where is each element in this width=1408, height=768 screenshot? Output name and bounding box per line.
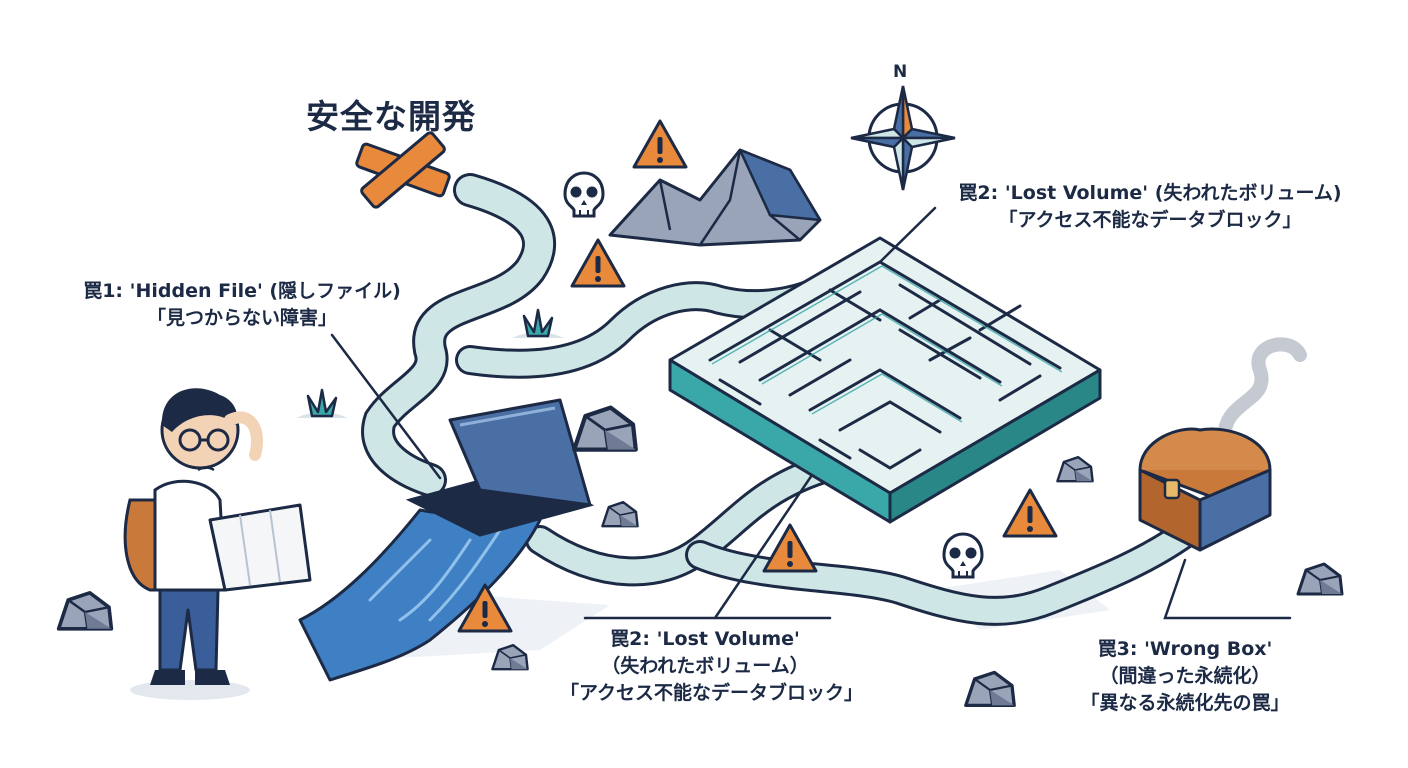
trap-2-bottom-title: 罠2: 'Lost Volume' <box>610 628 800 650</box>
trap-2-bottom-subtitle: （失われたボリューム） <box>601 655 809 677</box>
compass-north-label: N <box>893 62 908 82</box>
trap-2-top-title: 罠2: 'Lost Volume' (失われたボリューム) <box>958 182 1342 204</box>
trap-2-bottom-note: 「アクセス不能なデータブロック」 <box>560 682 864 704</box>
trap-3-note: 「異なる永続化先の罠」 <box>1080 692 1290 714</box>
trap-1-title: 罠1: 'Hidden File' (隠しファイル) <box>83 280 401 302</box>
maze-icon <box>668 236 1102 524</box>
trap-1-label: 罠1: 'Hidden File' (隠しファイル) 「見つからない障害」 <box>72 278 412 332</box>
explorer-figure <box>123 388 312 700</box>
trap-3-label: 罠3: 'Wrong Box' （間違った永続化） 「異なる永続化先の罠」 <box>1060 636 1310 717</box>
page-title: 安全な開発 <box>306 97 476 136</box>
leader-lines <box>330 206 1292 620</box>
trap-2-top-label: 罠2: 'Lost Volume' (失われたボリューム) 「アクセス不能なデー… <box>935 180 1365 234</box>
x-marker-icon <box>355 131 451 209</box>
trap-1-subtitle: 「見つからない障害」 <box>146 307 337 329</box>
trap-3-subtitle: （間違った永続化） <box>1099 665 1271 687</box>
compass-icon <box>850 85 956 191</box>
mountain-rocks <box>608 148 822 247</box>
trapdoor-icon <box>405 398 595 537</box>
treasure-chest-icon <box>1138 337 1307 552</box>
trap-3-title: 罠3: 'Wrong Box' <box>1097 638 1273 660</box>
trap-2-bottom-label: 罠2: 'Lost Volume' （失われたボリューム） 「アクセス不能なデー… <box>560 626 864 707</box>
trap-2-top-subtitle: 「アクセス不能なデータブロック」 <box>998 209 1302 231</box>
